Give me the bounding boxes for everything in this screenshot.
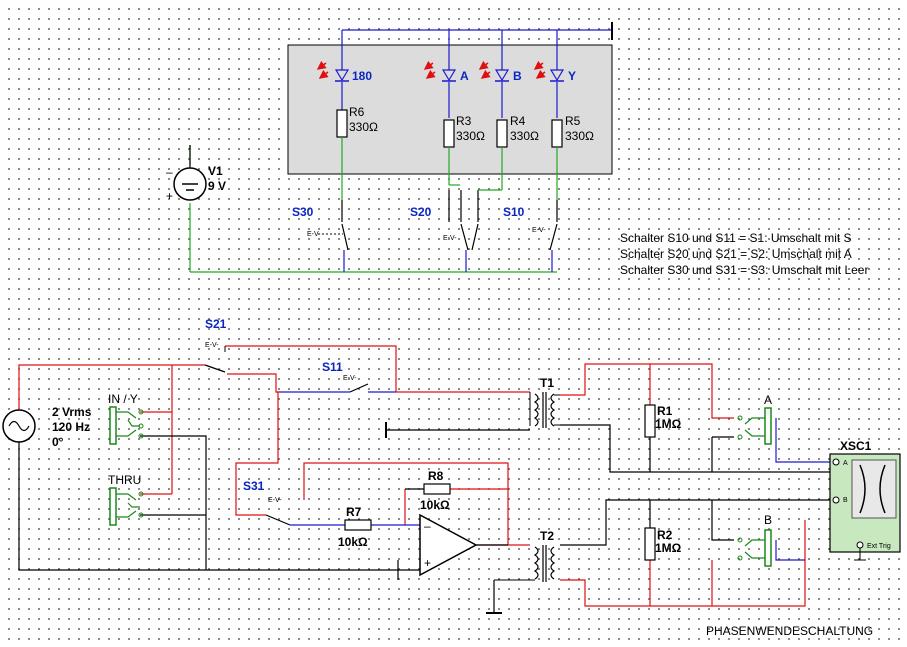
led-label-180: 180 (352, 69, 372, 83)
transformer-t2: T2 (494, 529, 556, 582)
resistor-r8: R8 10kΩ (405, 469, 451, 512)
svg-text:R8: R8 (428, 469, 444, 483)
jack-thru[interactable]: THRU (108, 473, 144, 526)
svg-text:1MΩ: 1MΩ (655, 417, 682, 431)
jack-b[interactable]: B (737, 513, 772, 567)
red-wiring (18, 345, 806, 607)
svg-text:A: A (843, 460, 848, 467)
blue-wiring (290, 391, 830, 561)
svg-text:+: + (424, 556, 431, 570)
led-y: Y (533, 60, 576, 118)
svg-text:R2: R2 (657, 528, 673, 542)
resistor-r2: R2 1MΩ (644, 527, 682, 561)
svg-text:E-V-: E-V- (532, 227, 546, 234)
source-amplitude: 2 Vrms (52, 405, 92, 419)
footer-title: PHASENWENDESCHALTUNG (706, 624, 873, 638)
battery-value: 9 V (208, 179, 226, 193)
svg-text:E-V-: E-V- (343, 375, 357, 382)
svg-text:330Ω: 330Ω (565, 129, 594, 143)
resistor-r6: R6 330Ω (336, 105, 378, 138)
switch-s20[interactable]: S20 E-V- (410, 190, 469, 272)
svg-text:THRU: THRU (108, 473, 141, 487)
svg-text:E-V-: E-V- (307, 231, 321, 238)
svg-text:330Ω: 330Ω (510, 129, 539, 143)
svg-text:R3: R3 (456, 114, 472, 128)
battery-name: V1 (208, 164, 223, 178)
switch-notes: Schalter S10 und S11 = S1: Umschalt mit … (620, 231, 868, 277)
source-frequency: 120 Hz (52, 420, 90, 434)
led-180: 180 (316, 60, 372, 110)
top-rail (341, 22, 613, 70)
oscilloscope-xsc1[interactable]: XSC1 A B Ext Trig (829, 439, 901, 561)
led-b: B (478, 60, 522, 118)
resistor-r7: R7 10kΩ (338, 505, 372, 549)
svg-text:A: A (764, 393, 772, 407)
switch-s21[interactable]: S21 E-V- (204, 317, 227, 373)
led-label-a: A (460, 69, 469, 83)
svg-text:T2: T2 (540, 529, 554, 543)
svg-text:R1: R1 (657, 404, 673, 418)
svg-text:R5: R5 (565, 114, 581, 128)
switch-s10[interactable]: S10 E-V- (471, 189, 558, 272)
svg-text:330Ω: 330Ω (349, 120, 378, 134)
svg-text:B: B (764, 513, 772, 527)
svg-text:10kΩ: 10kΩ (420, 498, 450, 512)
svg-text:Schalter S20 und S21 = S2: Ums: Schalter S20 und S21 = S2: Umschalt mit … (620, 247, 852, 261)
ac-source: 2 Vrms 120 Hz 0° (2, 405, 92, 449)
resistor-r4: R4 330Ω (496, 114, 539, 148)
transformer-t1: T1 (529, 376, 560, 428)
switch-s31[interactable]: S31 E-V- (243, 479, 291, 526)
jack-a[interactable]: A (737, 393, 772, 445)
svg-text:S20: S20 (410, 205, 432, 219)
svg-text:S30: S30 (292, 205, 314, 219)
black-wiring (18, 422, 830, 614)
svg-text:10kΩ: 10kΩ (338, 535, 368, 549)
svg-text:–: – (424, 519, 431, 533)
jack-in-y[interactable]: IN / Y (108, 392, 144, 445)
led-label-y: Y (568, 69, 576, 83)
svg-text:S10: S10 (503, 205, 525, 219)
svg-text:R4: R4 (510, 114, 526, 128)
svg-text:E-V-: E-V- (443, 235, 457, 242)
svg-text:Schalter S10 und S11 = S1: Ums: Schalter S10 und S11 = S1: Umschalt mit … (620, 231, 852, 245)
svg-text:Schalter S30 und S31 = S3: Ums: Schalter S30 und S31 = S3: Umschalt mit … (620, 263, 868, 277)
svg-text:–: – (166, 165, 173, 179)
svg-text:R6: R6 (349, 105, 365, 119)
led-a: A (423, 60, 469, 118)
svg-text:S21: S21 (205, 317, 227, 331)
svg-text:B: B (843, 497, 848, 504)
resistor-r3: R3 330Ω (443, 114, 485, 148)
svg-text:+: + (166, 189, 173, 203)
svg-text:IN / Y: IN / Y (108, 392, 138, 406)
svg-text:Ext Trig: Ext Trig (867, 543, 891, 550)
svg-text:S31: S31 (243, 479, 265, 493)
switch-s30[interactable]: S30 E-V- (292, 200, 349, 272)
svg-text:R7: R7 (346, 505, 362, 519)
switch-s11[interactable]: S11 E-V- (280, 360, 369, 393)
battery-v1: – + V1 9 V (166, 145, 226, 203)
svg-text:E-V-: E-V- (205, 342, 219, 349)
svg-text:330Ω: 330Ω (456, 129, 485, 143)
led-label-b: B (513, 69, 522, 83)
svg-text:E-V-: E-V- (268, 497, 282, 504)
svg-text:1MΩ: 1MΩ (655, 541, 682, 555)
svg-text:XSC1: XSC1 (840, 439, 872, 453)
op-amp: – + (419, 513, 508, 577)
source-phase: 0° (52, 435, 64, 449)
svg-text:S11: S11 (322, 360, 343, 374)
resistor-r1: R1 1MΩ (644, 404, 682, 438)
svg-text:T1: T1 (540, 376, 554, 390)
